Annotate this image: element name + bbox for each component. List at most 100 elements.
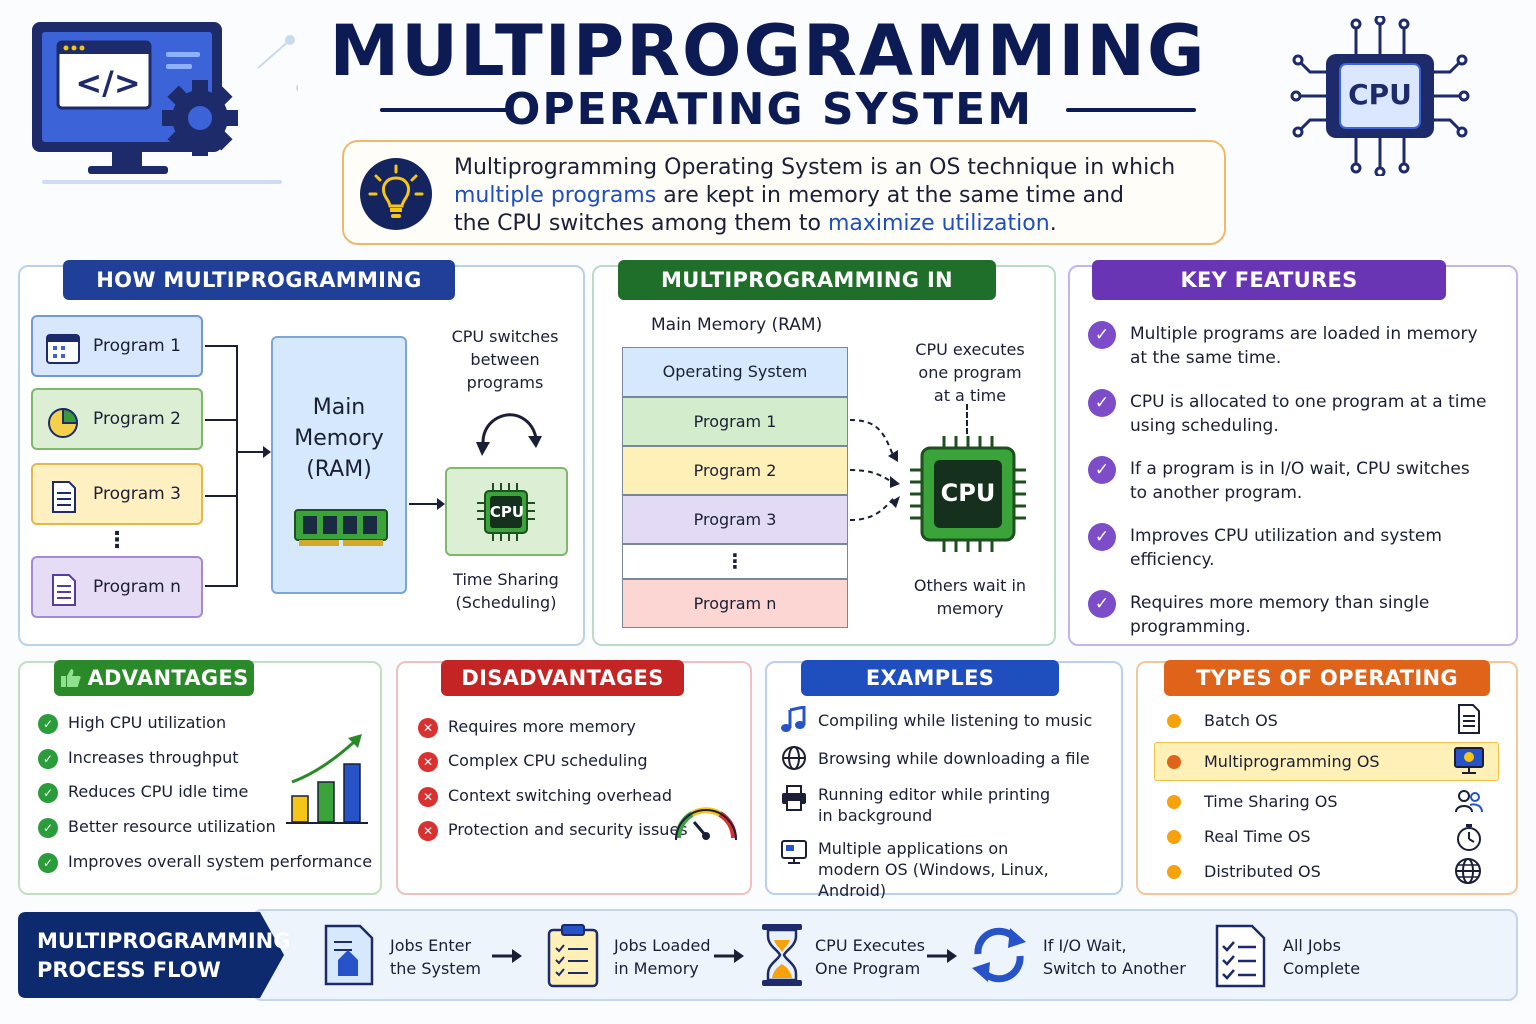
users-icon [1454,788,1484,816]
document-icon [45,572,81,606]
cpu-small-label: CPU [489,503,525,521]
pie-chart-icon [45,404,81,438]
subtitle-rule-left [380,108,510,112]
disadvantage-2: ✕Complex CPU scheduling [418,750,647,772]
feature-1: Multiple programs are loaded in memory at… [1130,322,1536,370]
feature-1-line-1: Multiple programs are loaded in memory [1130,324,1478,344]
disadvantage-1: ✕Requires more memory [418,716,636,738]
main-memory-box: Main Memory (RAM) [271,336,407,594]
disadvantage-4: ✕ Protection and security issues [418,819,688,841]
document-icon [1456,704,1482,734]
desktop-icon [780,838,808,866]
feature-5-line-2: programming. [1130,617,1251,637]
flow-step-5-line-2: Complete [1283,959,1361,978]
time-sharing-line-2: (Scheduling) [455,593,557,612]
intro-highlight-programs: multiple programs [454,183,657,208]
ram-label: Main Memory (RAM) [651,315,823,335]
bullet-dot [1167,830,1181,844]
advantage-5: ✓ Improves overall system performance [38,851,372,873]
program-3-label: Program 3 [93,484,181,504]
main-memory-label: Main Memory (RAM) [273,392,405,485]
program-connectors [203,330,273,600]
flow-step-3-line-2: One Program [815,959,921,978]
feature-5-line-1: Requires more memory than single [1130,593,1430,613]
program-3-card: Program 3 [31,463,203,525]
x-icon: ✕ [418,751,438,772]
intro-line-3-post: . [1049,211,1057,236]
check-icon: ✓ [1088,389,1116,417]
example-2-line-1: Browsing while downloading a file [818,749,1090,768]
checklist-icon [1214,924,1268,988]
bullet-dot [1167,714,1181,728]
disadvantage-3-text: Context switching overhead [448,786,673,805]
advantage-3-text: Reduces CPU idle time [68,782,249,801]
memory-row-os: Operating System [622,347,848,397]
feature-2-line-1: CPU is allocated to one program at a tim… [1130,392,1487,412]
examples-title: EXAMPLES [801,660,1059,696]
feature-3: If a program is in I/O wait, CPU switche… [1130,457,1536,505]
example-1: Compiling while listening to music [818,710,1118,731]
flow-arrow-icon [714,947,746,965]
advantage-2-text: Increases throughput [68,748,239,767]
flow-step-3-line-1: CPU Executes [815,936,925,955]
program-1-label: Program 1 [93,336,181,356]
memory-row-program-3: Program 3 [622,495,848,544]
flow-step-5-line-1: All Jobs [1283,936,1341,955]
monitor-code-illustration [28,18,304,188]
printer-icon [780,784,808,812]
subtitle-rule-right [1066,108,1196,112]
cpu-executes-line-1: CPU executes [915,340,1025,359]
jobs-enter-icon [322,924,376,986]
feature-1-line-2: at the same time. [1130,348,1282,368]
type-multiprogramming: Multiprogramming OS [1204,752,1380,771]
advantage-1-text: High CPU utilization [68,713,227,732]
check-icon: ✓ [1088,590,1116,618]
lightbulb-icon [358,156,434,232]
programs-ellipsis: ⋮ [106,528,128,553]
memory-panel-title: MULTIPROGRAMMING IN MEMORY [618,260,996,332]
bullet-dot [1167,755,1181,769]
advantages-panel [18,661,382,895]
feature-3-line-1: If a program is in I/O wait, CPU switche… [1130,459,1470,479]
memory-row-program-1: Program 1 [622,397,848,446]
program-n-card: Program n [31,556,203,618]
check-icon: ✓ [38,817,58,838]
flow-step-4-line-2: Switch to Another [1043,959,1186,978]
flow-step-4: If I/O Wait,Switch to Another [1043,934,1186,980]
intro-highlight-utilization: maximize utilization [827,211,1050,236]
intro-line-1: Multiprogramming Operating System is an … [454,155,1176,180]
feature-5: Requires more memory than single programm… [1130,591,1536,639]
advantages-title: ADVANTAGES [54,660,254,696]
flow-arrow-icon [927,947,959,965]
globe-icon [780,744,808,772]
x-icon: ✕ [418,820,438,841]
intro-line-2: multiple programs are kept in memory at … [454,182,1214,210]
disadvantage-4-text: Protection and security issues [448,820,688,839]
program-2-label: Program 2 [93,409,181,429]
process-flow-title-line-1: MULTIPROGRAMMING [37,929,291,953]
refresh-cycle-icon [968,924,1030,986]
disadvantages-title: DISADVANTAGES [441,660,684,696]
cpu-chip-label: CPU [1348,78,1412,111]
monitor-icon [1453,746,1485,776]
disadvantage-3: ✕Context switching overhead [418,785,672,807]
process-flow-title-line-2: PROCESS FLOW [37,958,221,982]
advantage-5-text: Improves overall system performance [68,852,373,871]
check-icon: ✓ [38,852,58,873]
hourglass-icon [760,922,804,988]
program-1-card: Program 1 [31,315,203,377]
cpu-switch-line-2: between [470,350,540,369]
cpu-switch-line-3: programs [466,373,544,392]
advantage-1: ✓High CPU utilization [38,712,226,734]
intro-text: Multiprogramming Operating System is an … [454,154,1214,238]
program-n-label: Program n [93,577,181,597]
flow-step-2-line-2: in Memory [614,959,699,978]
check-icon: ✓ [1088,456,1116,484]
feature-2: CPU is allocated to one program at a tim… [1130,390,1536,438]
example-4-line-1: Multiple applications on [818,839,1009,858]
thumbs-up-icon [60,663,82,687]
feature-4-line-2: efficiency. [1130,550,1215,570]
